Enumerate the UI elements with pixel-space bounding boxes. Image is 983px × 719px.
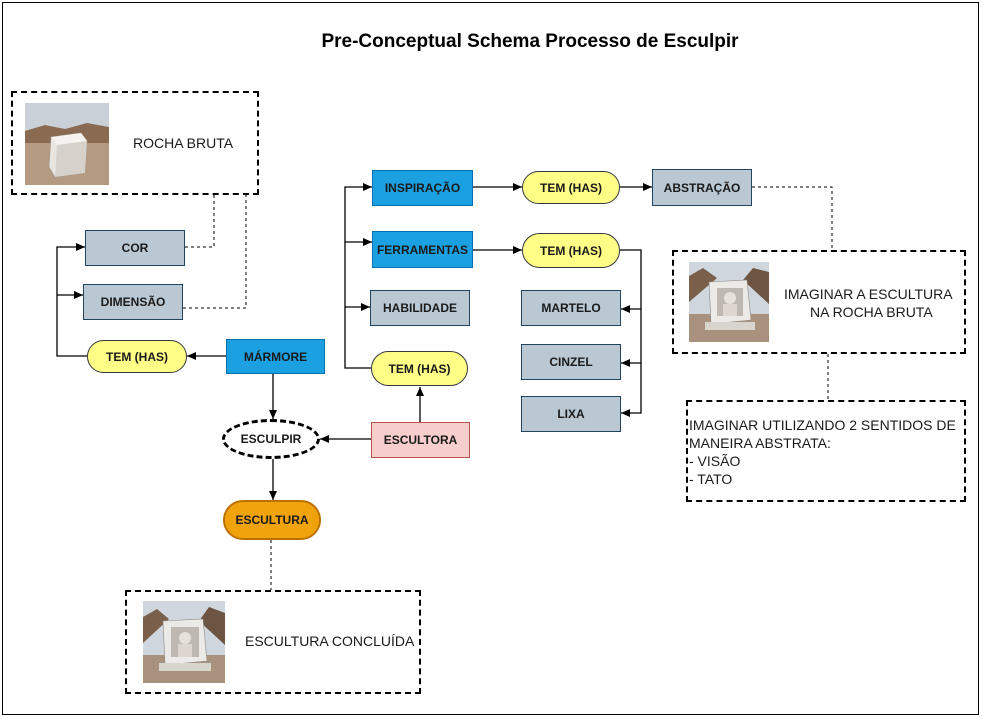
node-marmore[interactable]: MÁRMORE [226,339,325,374]
dotted-cor-rocha [185,195,215,248]
note-rocha-bruta-text: ROCHA BRUTA [133,135,234,151]
node-escultora[interactable]: ESCULTORA [371,422,470,458]
node-tem-has-inspiracao[interactable]: TEM (HAS) [522,171,620,204]
node-tem-has-center[interactable]: TEM (HAS) [371,351,468,386]
node-lixa[interactable]: LIXA [521,396,621,432]
rock-photo [25,103,109,185]
dotted-abstracao-imaginar [752,186,833,250]
edge-tem-lixa [621,363,642,417]
node-tem-has-left[interactable]: TEM (HAS) [87,340,187,373]
node-martelo[interactable]: MARTELO [521,290,621,326]
note-sentidos-line3: - VISÃO [689,453,741,469]
node-inspiracao[interactable]: INSPIRAÇÃO [372,170,473,206]
node-dimensao[interactable]: DIMENSÃO [83,284,183,320]
node-tem-has-ferramentas[interactable]: TEM (HAS) [522,233,620,268]
node-abstracao[interactable]: ABSTRAÇÃO [652,169,752,206]
node-cinzel[interactable]: CINZEL [521,344,621,380]
note-sentidos-line4: - TATO [689,471,733,487]
node-habilidade[interactable]: HABILIDADE [370,290,470,326]
node-escultura[interactable]: ESCULTURA [223,500,321,540]
edge-tem-inspiracao [344,183,372,369]
edge-tem-cinzel [621,309,642,367]
edge-tem-martelo [620,249,642,313]
note-imaginar-sentidos [686,400,966,502]
sculpture-photo-1 [689,262,769,342]
note-imaginar-escultura-line1: IMAGINAR A ESCULTURA [784,286,953,302]
node-esculpir[interactable]: ESCULPIR [222,419,320,459]
note-sentidos-line2: MANEIRA ABSTRATA: [689,435,831,451]
note-escultura-concluida-text: ESCULTURA CONCLUÍDA [245,633,415,649]
note-imaginar-escultura-line2: NA ROCHA BRUTA [810,304,933,320]
edge-tem-cor [56,243,87,357]
diagram-title: Pre-Conceptual Schema Processo de Esculp… [321,31,739,52]
node-cor[interactable]: COR [85,230,185,266]
note-sentidos-line1: IMAGINAR UTILIZANDO 2 SENTIDOS DE [689,417,956,433]
sculpture-photo-2 [143,601,225,683]
node-ferramentas[interactable]: FERRAMENTAS [372,231,473,268]
dotted-dimensao-rocha [183,195,247,309]
